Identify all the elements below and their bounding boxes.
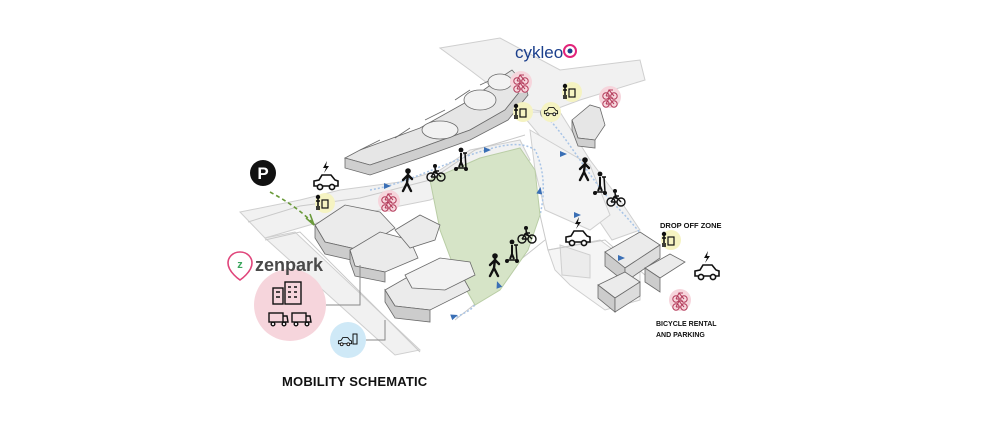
cykleo-logo-mark (563, 44, 577, 58)
bike-rental-stations (378, 71, 691, 311)
diagram-title: MOBILITY SCHEMATIC (282, 374, 428, 389)
zenpark-hub (254, 265, 361, 341)
zenpark-pin-icon (227, 251, 253, 281)
drop-off-icon (512, 102, 533, 122)
bike-rental-icon (510, 71, 532, 93)
building-north (343, 69, 529, 176)
ev-charging-station (330, 320, 386, 358)
zenpark-mark: z (237, 259, 243, 271)
cykleo-logo: cykleo (515, 43, 564, 62)
drop-off-points (314, 82, 681, 250)
drop-off-icon (660, 230, 681, 250)
bike-path (369, 143, 545, 319)
hub-circle (254, 269, 326, 341)
parking-icon (250, 160, 276, 186)
drop-off-icon (561, 82, 582, 102)
hub-leader-line (326, 265, 361, 306)
zenpark-logo: z (227, 251, 253, 281)
building-icon (272, 281, 302, 305)
bike-rental-icon (378, 190, 400, 212)
ev-car-icon (694, 251, 720, 281)
zenpark-wordmark: zenpark (255, 255, 324, 275)
drop-off-label: DROP OFF ZONE (660, 221, 722, 230)
ev-car-icon (313, 161, 339, 191)
ev-leader-line (366, 320, 386, 341)
drop-off-icon (314, 193, 335, 213)
bike-rental-icon (669, 289, 691, 311)
parking-marker: P (250, 160, 315, 226)
bike-rental-label-line1: BICYCLE RENTAL (656, 321, 717, 328)
building-south (384, 257, 476, 323)
parking-route-arrowhead (305, 213, 315, 226)
car-icon (541, 102, 561, 122)
van-icon (291, 312, 312, 327)
parking-letter: P (257, 164, 268, 183)
bike-rental-label-line2: AND PARKING (656, 332, 705, 339)
building-west (314, 204, 441, 283)
building-northeast (571, 104, 606, 149)
ev-charging-icon (330, 322, 366, 358)
van-icon (268, 312, 289, 327)
bike-rental-icon (599, 86, 621, 108)
